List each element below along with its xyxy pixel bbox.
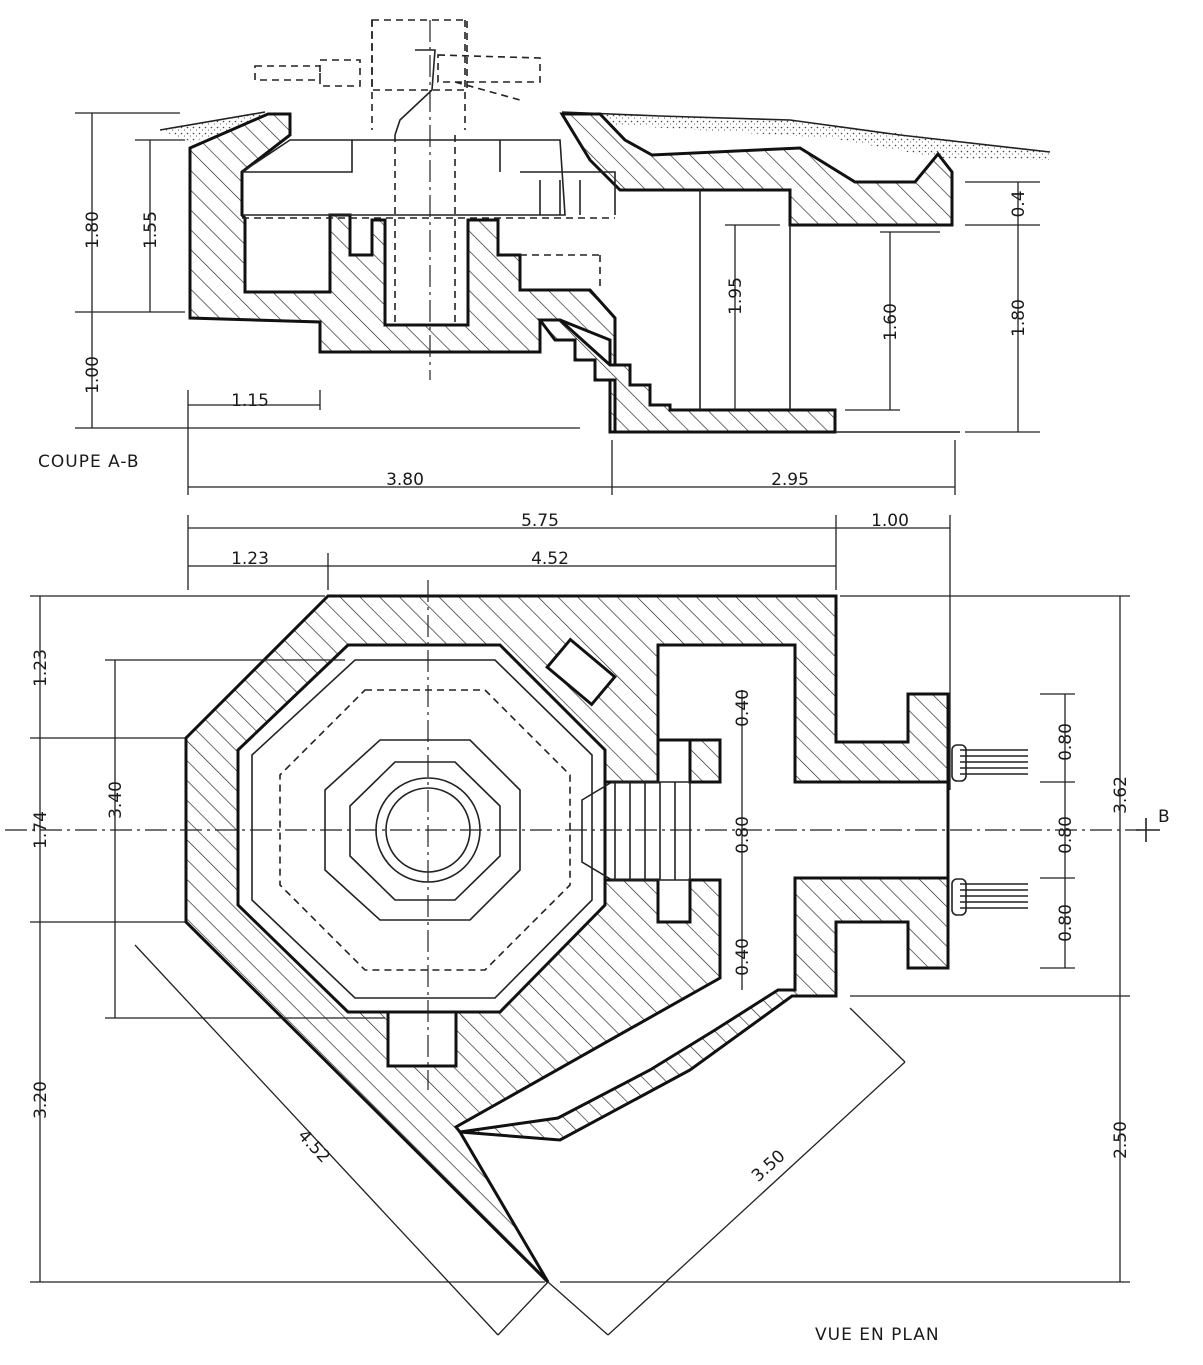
section-dimensions (75, 112, 1040, 495)
gun-pit-step-ring (324, 739, 521, 921)
dim-plan-total-width: 5.75 (521, 511, 559, 531)
dim-section-room-height: 1.60 (881, 303, 901, 341)
entry-grates (951, 744, 1028, 916)
gun-pit-octagon (236, 643, 607, 1014)
gun-pit-inner-ring (251, 659, 593, 999)
gun-turret (254, 19, 541, 380)
ammo-niche-top (545, 637, 617, 707)
dim-plan-right-extension: 1.00 (871, 511, 909, 531)
dim-section-left-total: 1.80 (83, 211, 103, 249)
section-hidden-lines (242, 20, 615, 325)
plan-title: VUE EN PLAN (815, 1325, 940, 1345)
dim-plan-diagonal-right: 3.50 (748, 1146, 790, 1186)
dim-plan-main-width: 4.52 (531, 549, 569, 569)
dim-plan-corridor-top: 0.40 (733, 689, 753, 727)
pit-entry-steps (581, 781, 691, 881)
dim-plan-left-offset: 1.23 (231, 549, 269, 569)
dim-plan-left-middle: 1.74 (31, 811, 51, 849)
section-right-wall (559, 112, 954, 227)
section-title: COUPE A-B (38, 452, 140, 472)
gun-pit-hidden-outline (279, 689, 571, 971)
plan-dimensions (30, 515, 1130, 1336)
dim-section-left-depth: 1.00 (83, 356, 103, 394)
dim-section-left-inner: 1.55 (141, 211, 161, 249)
dim-plan-entry-top: 0.80 (1056, 723, 1076, 761)
dim-plan-right-total: 3.62 (1111, 776, 1131, 814)
dim-plan-corridor-bottom: 0.40 (733, 938, 753, 976)
dim-section-width-right: 2.95 (771, 470, 809, 490)
section-stairs (537, 318, 837, 434)
section-marker-arrow (1136, 818, 1160, 842)
plan-view (5, 580, 1160, 1284)
ammo-niche-bottom (386, 1010, 458, 1068)
plan-corridor (453, 643, 950, 1134)
dim-plan-left-bottom: 3.20 (31, 1081, 51, 1119)
dim-section-right-roof: 0.4 (1009, 190, 1029, 217)
section-view (159, 19, 1051, 434)
section-left-wall (188, 112, 617, 434)
dim-section-width-left: 3.80 (386, 470, 424, 490)
dim-plan-entry-bottom: 0.80 (1056, 904, 1076, 942)
dim-plan-octagon-height: 3.40 (106, 781, 126, 819)
dim-plan-entry-middle: 0.80 (1056, 816, 1076, 854)
dim-section-right-height: 1.80 (1009, 299, 1029, 337)
ground-line (159, 111, 1051, 153)
dim-section-footing: 1.15 (231, 391, 269, 411)
section-internal-outline (241, 139, 791, 410)
dim-plan-corridor-center: 0.80 (733, 816, 753, 854)
gun-pit-pedestal (349, 761, 501, 901)
dim-plan-left-top: 1.23 (31, 649, 51, 687)
dim-plan-right-lower: 2.50 (1111, 1121, 1131, 1159)
dim-plan-diagonal-left: 4.52 (293, 1126, 333, 1167)
dim-section-stair-height: 1.95 (726, 277, 746, 315)
section-marker-label: B (1158, 807, 1170, 827)
